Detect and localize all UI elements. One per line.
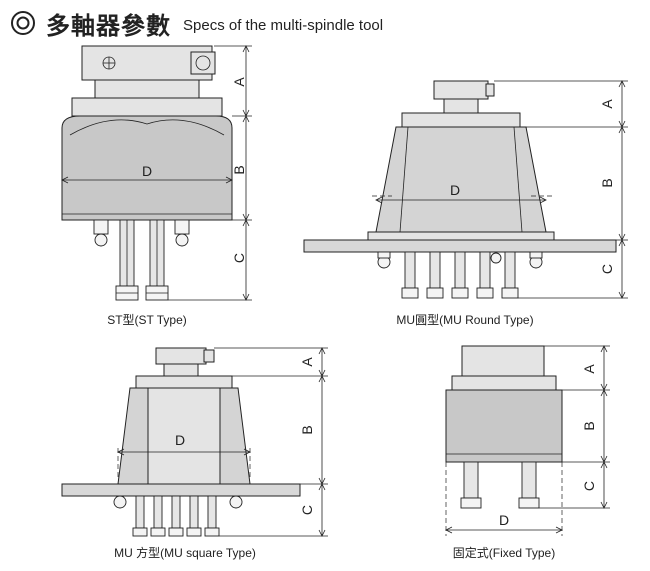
header: 多軸器參數 Specs of the multi-spindle tool [10, 6, 383, 40]
mu-round-cap [401, 112, 521, 128]
st-mount-clamp [190, 51, 216, 75]
mu-round-dim-b-label: B [599, 178, 615, 187]
mu-square-caption: MU 方型(MU square Type) [114, 545, 256, 560]
mu-square-mount-block [155, 347, 207, 365]
st-collar [71, 97, 223, 117]
st-neck [94, 79, 200, 99]
mu-round-flange [303, 239, 617, 253]
st-dim-b-label: B [231, 165, 247, 174]
mu-square-flange [61, 483, 301, 497]
fixed-type-diagram: D A B C 固定式(Fixed Type) [445, 345, 610, 560]
target-circle-icon [11, 11, 35, 35]
fixed-collar [451, 375, 557, 391]
mu-square-dim-b-label: B [299, 425, 315, 434]
fixed-spindle-right [521, 461, 537, 499]
fixed-spindle-left [463, 461, 479, 499]
mu-round-type-diagram: D A B C MU圓型(MU Round Ty [303, 80, 628, 327]
st-type-diagram: D A B C ST型(ST Type) [61, 45, 252, 327]
page-subtitle: Specs of the multi-spindle tool [183, 16, 384, 34]
fixed-dim-d-label: D [499, 512, 509, 528]
st-dim-a-label: A [231, 77, 247, 87]
fixed-dim-c-label: C [581, 481, 597, 491]
page-title: 多軸器參數 [46, 11, 171, 40]
fixed-body [445, 389, 563, 463]
mu-square-dim-c-label: C [299, 505, 315, 515]
mu-square-cap [135, 375, 233, 389]
mu-square-type-diagram: D A B C MU 方型(MU square Type) [61, 347, 328, 560]
fixed-mount-block [461, 345, 545, 377]
mu-round-mount-block [433, 80, 489, 100]
mu-round-caption: MU圓型(MU Round Type) [396, 313, 533, 327]
mu-round-dim-c-label: C [599, 264, 615, 274]
st-caption: ST型(ST Type) [107, 313, 187, 327]
mu-round-dim-d-label: D [450, 182, 460, 198]
st-body [61, 115, 233, 221]
fixed-dim-a-label: A [581, 364, 597, 374]
mu-round-dim-a-label: A [599, 99, 615, 109]
fixed-dim-b-label: B [581, 421, 597, 430]
mu-square-dim-a-label: A [299, 357, 315, 367]
mu-square-dim-d-label: D [175, 432, 185, 448]
st-dim-d-label: D [142, 163, 152, 179]
fixed-caption: 固定式(Fixed Type) [453, 545, 555, 560]
st-dim-c-label: C [231, 253, 247, 263]
